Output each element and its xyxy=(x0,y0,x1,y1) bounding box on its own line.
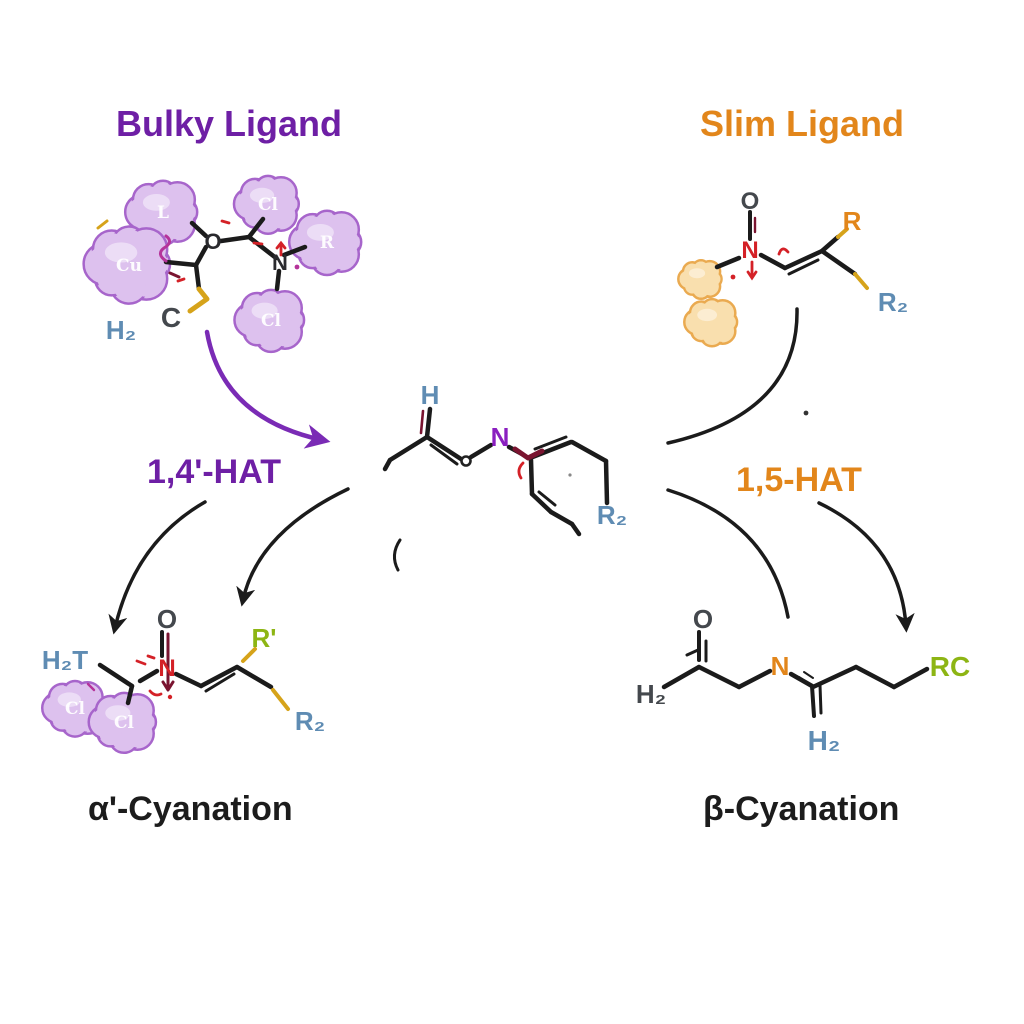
h2t-label: H₂T xyxy=(42,645,88,675)
scheme-arrows xyxy=(108,307,915,635)
h2-bottom-label: H₂ xyxy=(808,725,841,756)
hat-left-label: 1,4'-HAT xyxy=(147,453,282,491)
carbon-label: C xyxy=(161,302,181,333)
cloud-substituent xyxy=(677,259,723,301)
bulky-ligand-bonds xyxy=(96,216,308,314)
nitrogen-label: N xyxy=(771,651,790,681)
rprime-label: R' xyxy=(252,623,277,653)
slim-ligand-bonds xyxy=(714,210,869,290)
nitrogen-label: N xyxy=(741,237,758,264)
cloud-substituent: Cl xyxy=(232,174,301,235)
cloud-label: Cl xyxy=(114,713,135,733)
cloud-label: Cl xyxy=(258,195,279,215)
substrate-radical-marks xyxy=(512,446,572,480)
r2-label: R₂ xyxy=(597,500,627,530)
oxygen-label: O xyxy=(693,604,713,634)
stray-dot xyxy=(803,410,809,416)
alpha-product-radical-marks xyxy=(86,632,175,700)
cloud-substituent: Cl xyxy=(87,691,158,755)
cloud-substituent xyxy=(683,297,739,348)
rc-label: RC xyxy=(930,651,970,682)
bulky-to-substrate-arrow xyxy=(204,329,331,449)
nitrogen-label: N xyxy=(272,250,288,275)
slim-ligand-radical-marks xyxy=(730,216,790,281)
cloud-substituent: R xyxy=(287,209,363,277)
alpha-cyanation-label: α'-Cyanation xyxy=(88,790,293,828)
alpha-product-molecule: Cl Cl xyxy=(40,604,325,755)
oxygen-label: O xyxy=(741,188,760,215)
cloud-substituent: Cu xyxy=(82,225,172,305)
beta-cyanation-label: β-Cyanation xyxy=(703,790,900,828)
h2-label: H₂ xyxy=(106,315,136,345)
oxygen-label: O xyxy=(157,604,177,634)
nitrogen-label: N xyxy=(158,655,175,682)
hydrogen-label: H xyxy=(421,380,440,410)
beta-product-bonds xyxy=(661,630,930,718)
cloud-label: L xyxy=(157,203,169,223)
oxygen-label: O xyxy=(204,229,221,254)
cloud-label: Cu xyxy=(116,256,142,276)
alpha-product-bonds xyxy=(97,630,290,711)
cloud-label: Cl xyxy=(65,699,86,719)
hat-left-arrow-inner xyxy=(236,487,350,607)
slim-ligand-title: Slim Ligand xyxy=(700,103,905,144)
slim-to-substrate-arrow xyxy=(666,307,799,445)
hat-left-arrow-outer xyxy=(108,500,207,635)
r-label: R xyxy=(843,206,862,236)
nitrogen-label: N xyxy=(491,422,510,452)
bulky-ligand-molecule: L Cu Cl R Cl xyxy=(82,174,363,354)
bulky-ligand-radical-marks xyxy=(159,219,300,283)
hat-right-arrow-inner xyxy=(666,488,790,619)
substrate-bonds xyxy=(382,406,610,572)
beta-product-molecule: H₂ O N H₂ RC xyxy=(636,604,970,756)
cloud-label: R xyxy=(320,233,335,253)
r2-label: R₂ xyxy=(295,706,325,736)
h2-left-label: H₂ xyxy=(636,679,666,709)
slim-ligand-molecule: O N R R₂ xyxy=(677,188,908,348)
r2-label: R₂ xyxy=(878,287,908,317)
hat-right-label: 1,5-HAT xyxy=(736,461,862,499)
hat-right-arrow-outer xyxy=(817,501,915,633)
bulky-ligand-title: Bulky Ligand xyxy=(116,103,343,144)
substrate-molecule: H N R₂ xyxy=(382,380,627,572)
cloud-substituent: Cl xyxy=(233,288,306,354)
cloud-label: Cl xyxy=(261,311,282,331)
